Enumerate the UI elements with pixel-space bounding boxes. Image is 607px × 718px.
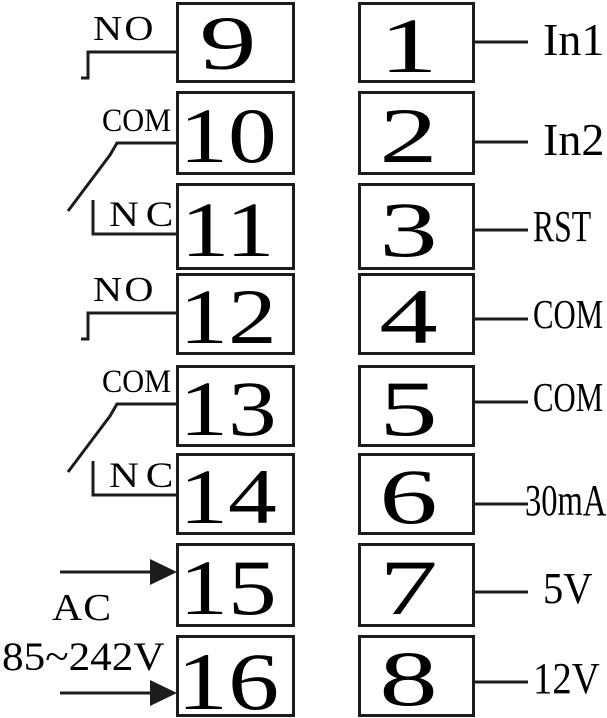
terminal-number: 7 [379,544,438,631]
no-contact-label: NO [93,9,156,48]
terminal-number: 8 [379,635,438,718]
signal-label-in1: In1 [543,14,605,65]
terminal-box-16: 16 [176,635,295,718]
signal-label-com: COM [533,291,604,337]
terminal-number: 14 [178,453,277,540]
terminal-box-11: 11 [176,183,295,270]
terminal-number: 13 [178,365,277,452]
terminal-box-3: 3 [358,183,475,270]
terminal-number: 3 [379,185,438,273]
terminal-number: 4 [379,273,438,360]
terminal-box-1: 1 [358,1,475,89]
voltage-range-label: 85~242V [2,634,165,679]
terminal-box-9: 9 [176,2,295,83]
terminal-number: 5 [379,365,438,452]
signal-label-in2: In2 [543,114,605,165]
ac-label: AC [52,587,113,629]
nc-contact-line-2 [91,461,176,497]
nc-contact-label: NC [109,455,181,495]
no-contact-line-1 [81,50,176,80]
terminal-box-13: 13 [176,365,295,452]
com-contact-line-1 [66,141,176,212]
terminal-number: 9 [199,1,256,86]
signal-label-com: COM [533,374,604,420]
com-contact-line-2 [66,402,176,473]
terminal-number: 15 [178,544,277,631]
signal-label-rst: RST [533,202,592,251]
no-contact-line-2 [81,311,176,341]
com-contact-label: COM [102,103,172,139]
terminal-box-8: 8 [358,635,475,718]
terminal-number: 6 [379,453,438,540]
terminal-number: 16 [176,636,279,718]
no-contact-label: NO [93,270,156,309]
terminal-box-15: 15 [176,543,295,627]
terminal-box-14: 14 [176,453,295,540]
terminal-box-5: 5 [358,365,475,452]
terminal-box-12: 12 [176,273,295,360]
terminal-box-10: 10 [176,91,295,175]
terminal-number: 12 [178,273,277,360]
terminal-number: 10 [178,92,277,179]
signal-label-5v: 5V [543,564,593,613]
signal-label-12v: 12V [533,654,600,703]
nc-contact-label: NC [109,194,181,234]
nc-contact-line-1 [91,200,176,236]
signal-label-30ma: 30mA [525,476,607,525]
terminal-number: 11 [180,185,275,273]
terminal-number: 2 [379,92,438,179]
ac-arrow-head-2 [150,680,177,706]
terminal-box-6: 6 [358,453,475,540]
ac-arrow-head-1 [150,559,177,585]
terminal-number: 1 [379,1,438,89]
terminal-box-2: 2 [358,91,475,175]
com-contact-label: COM [102,364,172,400]
terminal-box-7: 7 [358,543,475,627]
terminal-box-4: 4 [358,273,475,360]
